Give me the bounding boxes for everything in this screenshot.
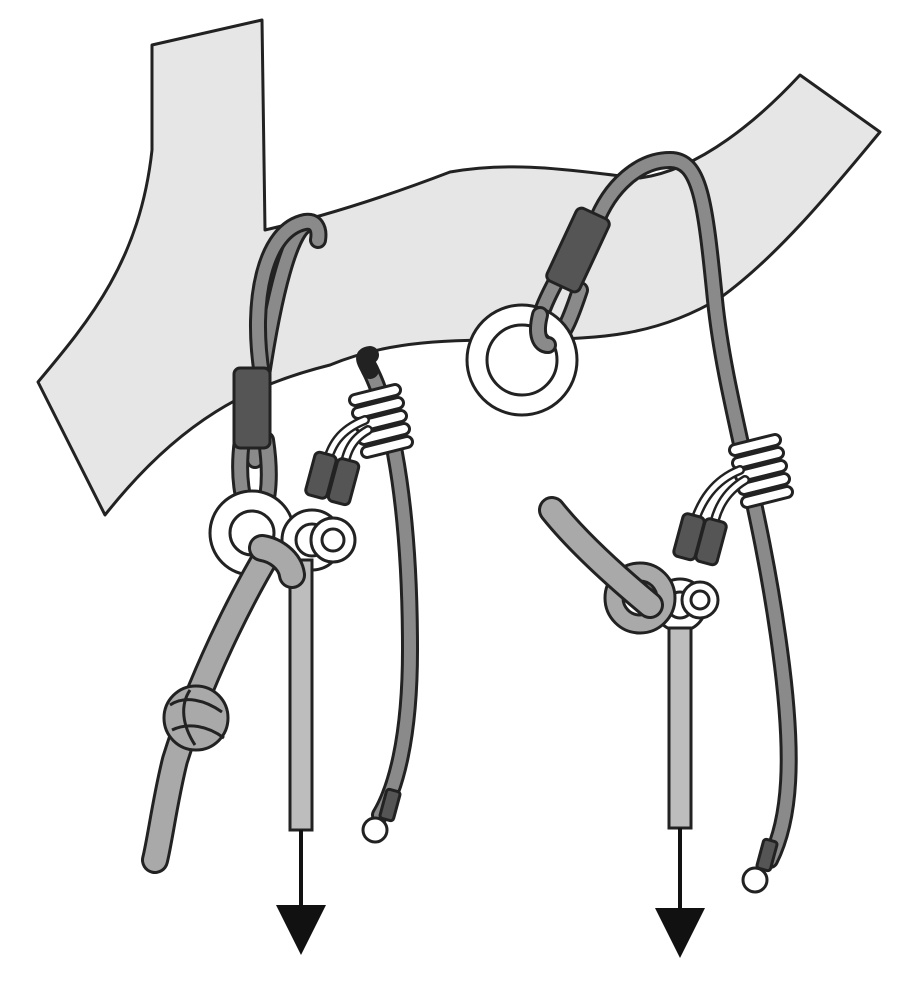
right-tail-eye [741,866,769,894]
right-lowering-line [667,626,693,830]
right-load-arrow [655,828,705,958]
left-load-arrow [276,830,326,955]
left-sleeve [232,366,272,450]
right-prusik-wrap [728,433,794,509]
left-tail-eye [361,816,389,844]
left-prusik-wrap [348,383,414,459]
left-lowering-line [288,558,314,832]
left-stopper-knot [162,684,230,752]
right-sleeve [545,206,611,294]
